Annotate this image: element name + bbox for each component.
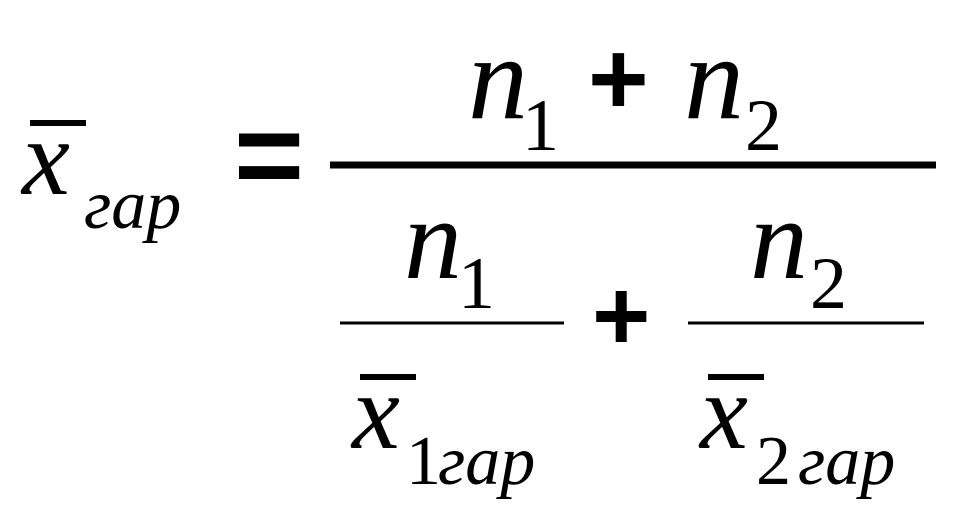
right-sub-denominator-subscript-number: 2 xyxy=(756,423,791,500)
main-denominator: n 1 x 1 гар + n 2 x 2 гар xyxy=(340,176,924,500)
numerator-n1: n xyxy=(468,11,528,144)
left-sub-numerator-subscript: 1 xyxy=(458,243,495,325)
lhs-harmonic-mean: x гар xyxy=(20,99,181,244)
equals-sign: = xyxy=(234,88,304,222)
right-sub-numerator-subscript: 2 xyxy=(810,243,847,325)
numerator-n2-subscript: 2 xyxy=(745,85,782,167)
numerator-n2: n xyxy=(684,11,744,144)
denominator-plus: + xyxy=(592,260,650,372)
right-sub-denominator-subscript-text: гар xyxy=(798,423,895,500)
left-sub-denominator-subscript-number: 1 xyxy=(406,423,441,500)
lhs-variable: x xyxy=(20,99,70,218)
left-subfraction: n 1 x 1 гар xyxy=(340,176,564,500)
numerator-plus: + xyxy=(588,21,649,137)
right-sub-numerator-n: n xyxy=(750,176,808,304)
left-sub-denominator-x: x xyxy=(350,353,400,472)
lhs-subscript: гар xyxy=(84,167,181,244)
main-numerator: n 1 + n 2 xyxy=(468,11,782,167)
right-sub-denominator-x: x xyxy=(698,353,748,472)
numerator-n1-subscript: 1 xyxy=(522,85,559,167)
left-sub-numerator-n: n xyxy=(404,176,462,304)
right-subfraction: n 2 x 2 гар xyxy=(688,176,924,500)
left-sub-denominator-subscript-text: гар xyxy=(438,423,535,500)
